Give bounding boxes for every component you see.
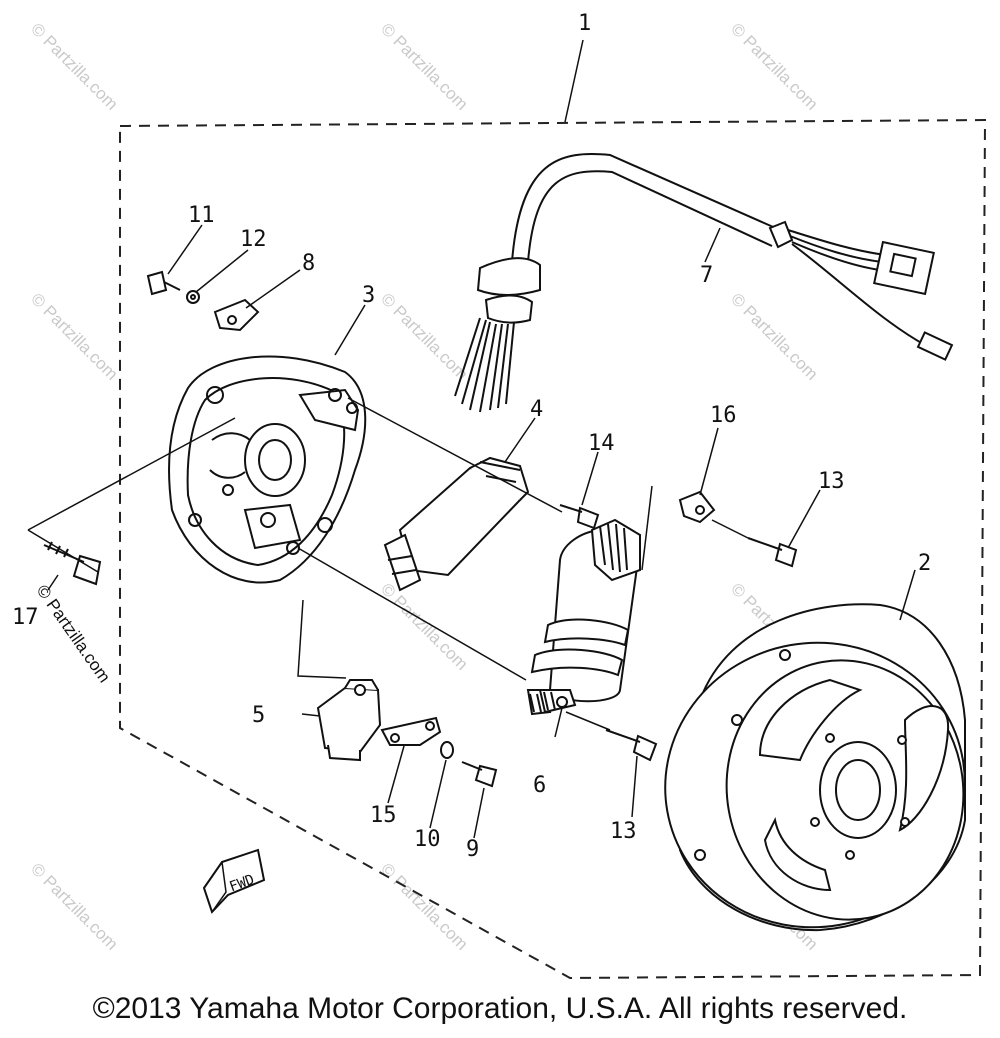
ignition-coil	[383, 456, 530, 592]
callout-13: 13	[818, 469, 845, 494]
charging-coil	[526, 518, 641, 716]
callout-4: 4	[530, 397, 543, 422]
watermark: © Partzilla.com	[377, 579, 471, 673]
wiring-harness	[454, 153, 954, 413]
watermark: © Partzilla.com	[27, 859, 121, 953]
callout-11: 11	[188, 203, 215, 228]
callout-5: 5	[252, 703, 265, 728]
bracket	[380, 716, 442, 746]
callout-14: 14	[588, 431, 615, 456]
watermark: © Partzilla.com	[727, 289, 821, 383]
watermark: © Partzilla.com	[727, 19, 821, 113]
callout-16: 16	[710, 403, 737, 428]
watermark: © Partzilla.com	[27, 19, 121, 113]
contact-breaker	[316, 679, 382, 762]
watermark: © Partzilla.com	[377, 19, 471, 113]
callout-17: 17	[12, 605, 39, 630]
callout-10: 10	[414, 827, 441, 852]
fwd-arrow: FWD	[202, 848, 266, 914]
callout-2: 2	[918, 551, 931, 576]
callout-8: 8	[302, 251, 315, 276]
stator-plate	[168, 355, 367, 584]
flywheel-rotor	[664, 603, 966, 932]
assembly-boundary	[119, 118, 987, 980]
watermark: © Partzilla.com	[27, 289, 121, 383]
callout-7: 7	[700, 263, 713, 288]
leader-lines	[27, 39, 916, 839]
side-watermark: © Partzilla.com	[33, 581, 114, 686]
callout-3: 3	[362, 283, 375, 308]
callout-15: 15	[370, 803, 397, 828]
callout-6: 6	[533, 773, 546, 798]
callout-12: 12	[240, 227, 267, 252]
copyright-notice: ©2013 Yamaha Motor Corporation, U.S.A. A…	[92, 992, 908, 1025]
callout-9: 9	[466, 837, 479, 862]
watermark: © Partzilla.com	[377, 289, 471, 383]
callout-13: 13	[610, 819, 637, 844]
callout-1: 1	[578, 11, 591, 36]
callouts: 1 2 3 4 5 6 7 8 9 10 11 12 13 13 14 15 1…	[12, 11, 931, 862]
watermark: © Partzilla.com	[377, 859, 471, 953]
